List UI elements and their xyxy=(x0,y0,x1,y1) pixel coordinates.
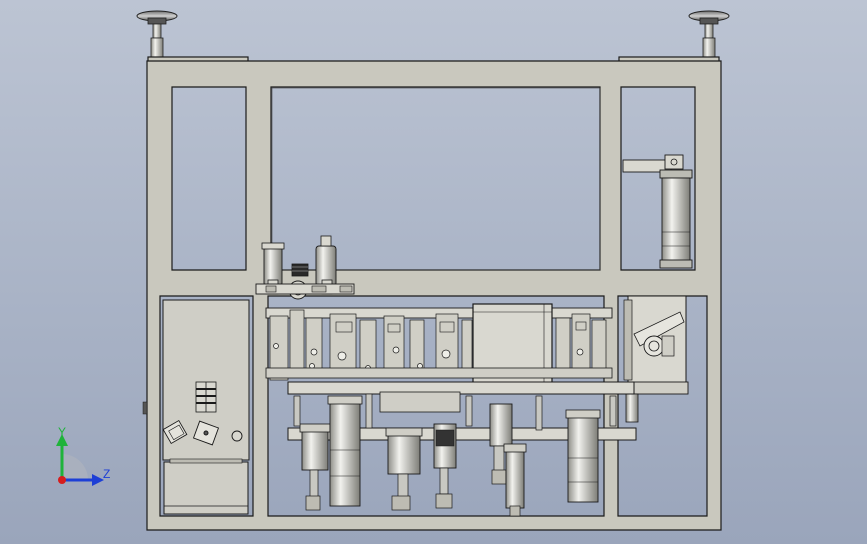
leveling-foot-left xyxy=(136,10,178,59)
electrical-box xyxy=(142,299,250,515)
y-axis-label: Y xyxy=(58,425,67,439)
cam-plate-assembly xyxy=(617,295,689,423)
terminal-block-icon xyxy=(195,381,217,413)
air-filter-regulator-unit xyxy=(255,235,355,300)
upper-rail-assembly xyxy=(265,303,613,387)
pneumatic-cylinder-right xyxy=(622,154,693,269)
z-axis-arrowhead xyxy=(92,474,104,486)
main-plate xyxy=(287,381,637,441)
x-axis-origin xyxy=(58,476,66,484)
vertical-cylinders xyxy=(293,393,617,517)
y-axis-arrowhead xyxy=(56,434,68,446)
main-frame xyxy=(146,56,722,531)
leveling-foot-right xyxy=(688,10,730,59)
triad-plane-arc xyxy=(62,454,88,480)
view-orientation-triad xyxy=(56,434,104,486)
z-axis-label: Z xyxy=(103,467,111,481)
